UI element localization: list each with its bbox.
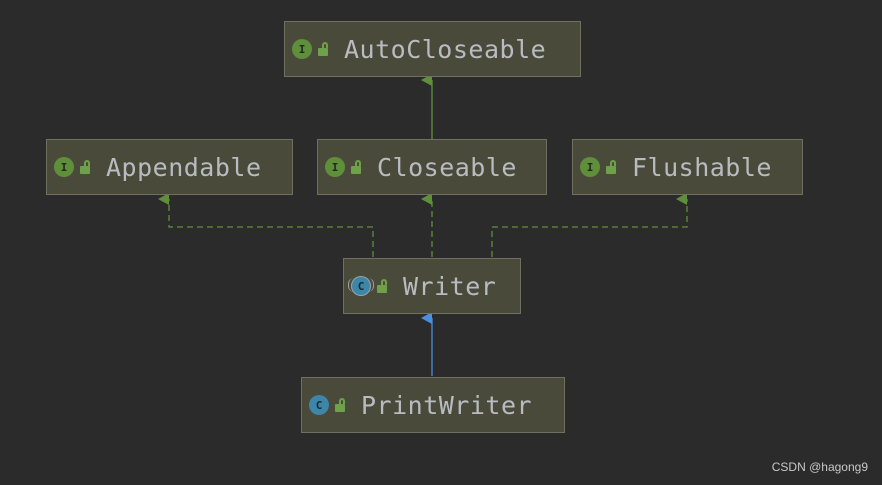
public-visibility-icon (318, 42, 330, 56)
public-visibility-icon (606, 160, 618, 174)
public-visibility-icon (335, 398, 347, 412)
abstract-class-icon: C (348, 276, 374, 296)
public-visibility-icon (80, 160, 92, 174)
node-label: Closeable (377, 152, 517, 182)
watermark: CSDN @hagong9 (771, 460, 868, 474)
public-visibility-icon (351, 160, 363, 174)
public-visibility-icon (377, 279, 389, 293)
node-flushable[interactable]: I Flushable (572, 139, 803, 195)
node-closeable[interactable]: I Closeable (317, 139, 547, 195)
edge-writer-to-appendable (158, 193, 374, 257)
node-label: Writer (403, 271, 497, 301)
node-label: Appendable (106, 152, 262, 182)
edge-writer-to-flushable (491, 193, 688, 257)
node-label: Flushable (632, 152, 772, 182)
class-icon: C (309, 395, 329, 415)
node-autocloseable[interactable]: I AutoCloseable (284, 21, 581, 77)
interface-icon: I (292, 39, 312, 59)
node-printwriter[interactable]: C PrintWriter (301, 377, 565, 433)
interface-icon: I (325, 157, 345, 177)
node-writer[interactable]: C Writer (343, 258, 521, 314)
node-label: PrintWriter (361, 390, 533, 420)
node-appendable[interactable]: I Appendable (46, 139, 293, 195)
interface-icon: I (54, 157, 74, 177)
node-label: AutoCloseable (344, 34, 547, 64)
interface-icon: I (580, 157, 600, 177)
